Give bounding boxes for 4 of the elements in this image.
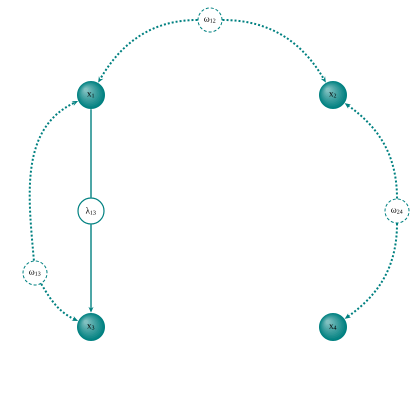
sphere-node: x$_{4}$ <box>319 313 347 341</box>
sphere-node: x$_{1}$ <box>77 81 105 109</box>
sphere-node: x$_{2}$ <box>319 81 347 109</box>
sphere-node: x$_{3}$ <box>77 313 105 341</box>
